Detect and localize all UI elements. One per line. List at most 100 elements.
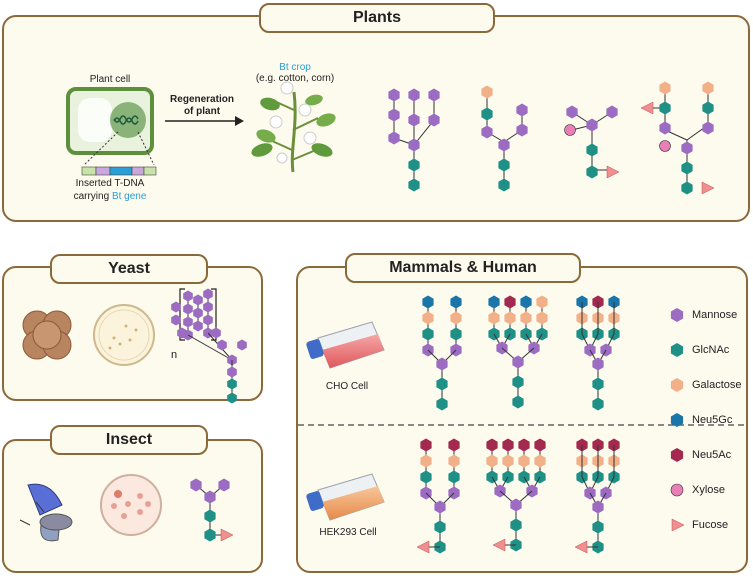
glycan-residue — [481, 107, 493, 121]
glycan-residue — [702, 121, 714, 135]
legend-label-glcnac: GlcNAc — [692, 344, 730, 356]
tdna-label-line2: carrying Bt gene — [60, 191, 160, 202]
glycan-residue — [450, 311, 462, 325]
glycan-residue — [448, 470, 460, 484]
glycan-residue — [498, 138, 510, 152]
legend-label-neu5gc: Neu5Gc — [692, 414, 733, 426]
glycan-residue — [428, 88, 440, 102]
glycan-residue — [510, 498, 522, 512]
xylose-residue — [659, 140, 671, 152]
glycan-residue — [218, 478, 230, 492]
glycan-residue — [448, 454, 460, 468]
glycan-residue — [516, 123, 528, 137]
glycan-residue — [422, 327, 434, 341]
glycan-residue — [171, 314, 181, 326]
legend-label-neu5ac: Neu5Ac — [692, 449, 732, 461]
glycan-residue — [592, 500, 604, 514]
glycan-residue — [659, 81, 671, 95]
glycan-residue — [227, 392, 237, 404]
glycan-residue — [702, 101, 714, 115]
glycan-residue — [204, 490, 216, 504]
glycan-residue — [177, 327, 187, 339]
tdna-strip — [81, 166, 157, 176]
glycan-residue — [408, 113, 420, 127]
glycan-residue — [420, 470, 432, 484]
glycan-residue — [566, 105, 578, 119]
glycan-residue — [183, 303, 193, 315]
glycan-residue — [586, 118, 598, 132]
fucose-residue — [220, 528, 234, 542]
glycan-residue — [450, 295, 462, 309]
regeneration-label-line1: Regeneration — [170, 94, 234, 105]
glycan-residue — [681, 141, 693, 155]
glycan-residue — [436, 357, 448, 371]
glycan-residue — [488, 311, 500, 325]
glycan-residue — [408, 88, 420, 102]
fucose-residue — [671, 518, 685, 532]
glycan-residue — [498, 158, 510, 172]
glycan-residue — [428, 113, 440, 127]
tdna-label-prefix: carrying — [73, 191, 112, 202]
glycan-residue — [486, 438, 498, 452]
xylose-residue — [564, 124, 576, 136]
glycan-residue — [193, 294, 203, 306]
bt-crop-label: Bt crop — [279, 62, 311, 73]
plant-cell-label: Plant cell — [89, 74, 131, 85]
glycan-residue — [536, 311, 548, 325]
glycan-residue — [498, 178, 510, 192]
plant-cell-illustration — [66, 87, 155, 166]
glycan-residue — [586, 143, 598, 157]
glycan-residue — [227, 378, 237, 390]
glycan-residue — [520, 311, 532, 325]
glycan-residue — [518, 454, 530, 468]
glycan-residue — [586, 165, 598, 179]
glycan-residue — [502, 454, 514, 468]
glycan-residue — [171, 301, 181, 313]
insect-panel-title: Insect — [50, 425, 208, 455]
glycan-residue — [670, 413, 684, 427]
bt-crop-illustration — [251, 81, 336, 173]
glycan-residue — [408, 138, 420, 152]
regeneration-arrow — [165, 116, 244, 126]
fucose-residue — [416, 540, 430, 554]
glycan-residue — [436, 377, 448, 391]
glycan-residue — [420, 438, 432, 452]
glycan-residue — [592, 397, 604, 411]
glycan-residue — [481, 125, 493, 139]
glycan-residue — [448, 438, 460, 452]
glycan-residue — [592, 520, 604, 534]
glycan-residue — [510, 518, 522, 532]
bt-gene-highlight: Bt gene — [111, 191, 147, 202]
glycan-structures — [171, 81, 715, 554]
glycan-residue — [436, 397, 448, 411]
xylose-residue — [670, 483, 684, 497]
glycan-residue — [536, 295, 548, 309]
glycan-residue — [659, 101, 671, 115]
glycan-residue — [670, 308, 684, 322]
glycan-residue — [670, 343, 684, 357]
glycan-residue — [702, 81, 714, 95]
glycan-residue — [434, 520, 446, 534]
glycan-residue — [488, 295, 500, 309]
fucose-residue — [606, 165, 620, 179]
fucose-residue — [492, 538, 506, 552]
yeast-panel-title: Yeast — [50, 254, 208, 284]
glycan-residue — [512, 395, 524, 409]
yeast-repeat-label: n — [170, 349, 178, 361]
glycan-residue — [670, 378, 684, 392]
glycan-residue — [520, 295, 532, 309]
glycan-residue — [203, 288, 213, 300]
glycan-residue — [193, 320, 203, 332]
glycan-residue — [388, 88, 400, 102]
legend-label-galactose: Galactose — [692, 379, 742, 391]
glycan-residue — [434, 500, 446, 514]
legend-label-xylose: Xylose — [692, 484, 726, 496]
glycan-residue — [237, 339, 247, 351]
glycan-residue — [659, 121, 671, 135]
glycan-residue — [534, 438, 546, 452]
glycan-residue — [592, 377, 604, 391]
hek-cell-label: HEK293 Cell — [319, 527, 377, 538]
glycan-residue — [183, 316, 193, 328]
glycan-residue — [516, 103, 528, 117]
glycan-residue — [204, 528, 216, 542]
